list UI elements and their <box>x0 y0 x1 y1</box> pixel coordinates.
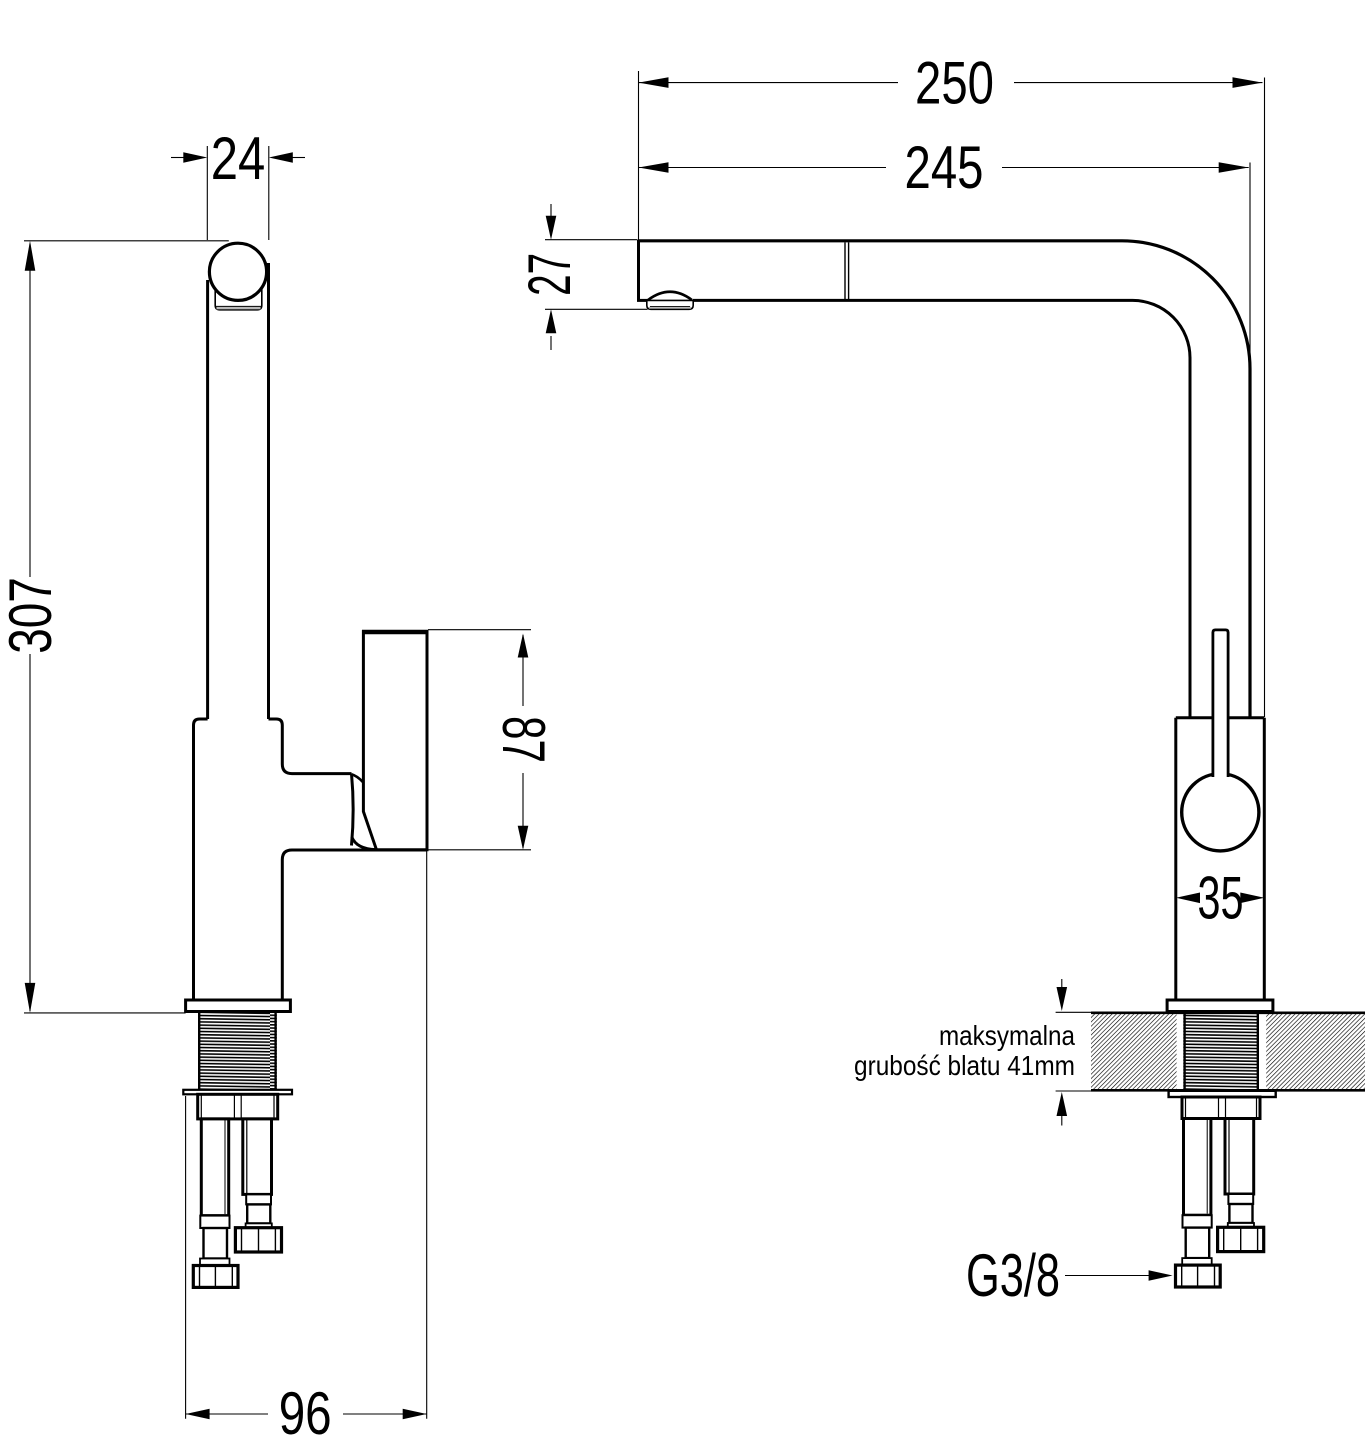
svg-text:96: 96 <box>279 1380 332 1436</box>
svg-text:27: 27 <box>516 253 583 296</box>
svg-text:24: 24 <box>211 125 266 192</box>
svg-text:307: 307 <box>0 577 64 654</box>
svg-text:G3/8: G3/8 <box>966 1242 1060 1309</box>
svg-text:87: 87 <box>490 716 557 763</box>
svg-text:maksymalna: maksymalna <box>939 1020 1075 1051</box>
svg-text:245: 245 <box>905 134 984 201</box>
svg-text:35: 35 <box>1198 865 1244 932</box>
svg-text:grubość blatu 41mm: grubość blatu 41mm <box>854 1050 1075 1081</box>
svg-text:250: 250 <box>915 49 994 116</box>
